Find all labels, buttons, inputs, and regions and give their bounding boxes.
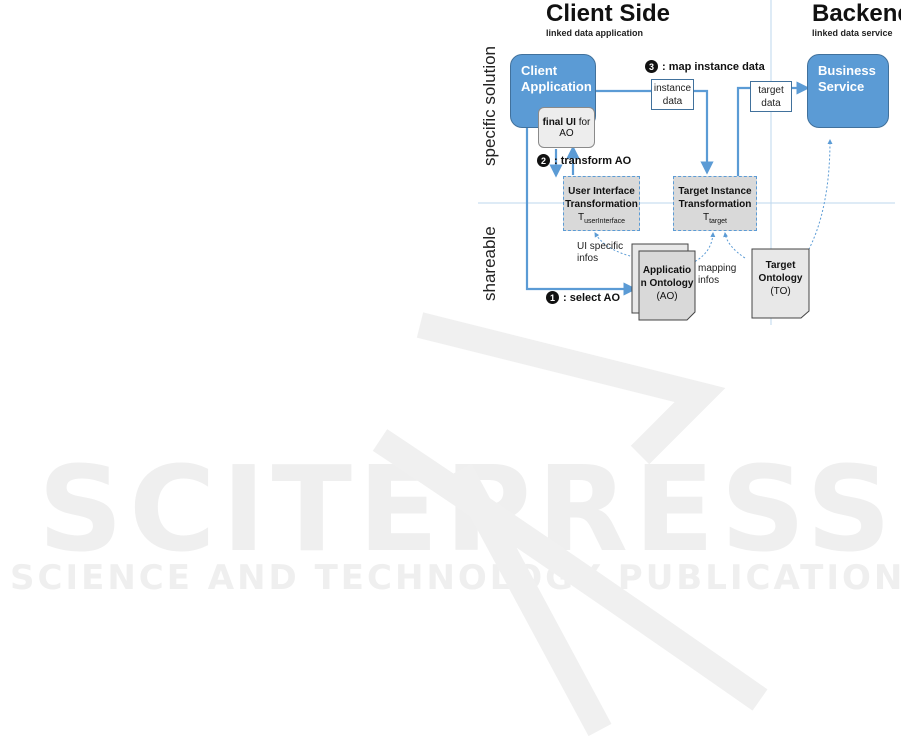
step-3-label: : map instance data	[662, 60, 765, 73]
target-transformation-symbol: Ttarget	[702, 212, 727, 225]
step-select-ao: 1 : select AO	[546, 291, 620, 304]
app-ontology-line2: n Ontology	[640, 278, 694, 289]
ui-transformation-symbol: TuserInterface	[578, 212, 625, 225]
mapping-line2: infos	[698, 275, 720, 286]
dotted-to-service	[806, 139, 833, 254]
ui-specific-line2: infos	[577, 253, 599, 264]
arrow-select-ao	[525, 128, 637, 296]
backend-title: Backend	[812, 0, 901, 27]
ui-transformation-subscript: userInterface	[584, 218, 625, 225]
step-transform-ao: 2 : transform AO	[537, 154, 631, 167]
instance-data-line1: instance	[653, 83, 692, 94]
client-application-line1: Client	[521, 63, 558, 78]
app-ontology-line1: Applicatio	[642, 265, 692, 276]
business-service-node: Business Service	[807, 54, 889, 128]
target-transformation-node: Target Instance Transformation Ttarget	[673, 176, 757, 231]
step-1-badge: 1	[546, 291, 559, 304]
app-ontology-doc-front	[638, 250, 696, 321]
watermark-tagline: SCIENCE AND TECHNOLOGY PUBLICATIONS	[10, 558, 901, 598]
target-transformation-subscript: target	[709, 218, 727, 225]
final-ui-rest: for AO	[559, 116, 591, 139]
app-ontology-line3: (AO)	[656, 291, 678, 302]
ui-specific-infos: UI specific infos	[577, 241, 623, 265]
ui-transformation-line1: User Interface	[568, 186, 635, 197]
step-2-label: : transform AO	[554, 154, 632, 167]
target-ontology-line1: Target	[765, 260, 796, 271]
arrow-instance-data	[596, 89, 714, 175]
app-ontology-label: Applicatio n Ontology (AO)	[639, 264, 695, 303]
dotted-ui-infos	[594, 232, 635, 258]
client-side-subtitle: linked data application	[546, 28, 644, 38]
target-data-line2: data	[761, 98, 781, 109]
step-1-label: : select AO	[563, 291, 621, 304]
backend-subtitle: linked data service	[812, 28, 893, 38]
client-application-line2: Application	[521, 79, 592, 94]
step-3-badge: 3	[645, 60, 658, 73]
client-side-title: Client Side	[546, 0, 671, 27]
target-ontology-line2: Ontology	[758, 273, 803, 284]
row-label-shareable: shareable	[480, 226, 499, 301]
ui-transformation-line2: Transformation	[565, 199, 638, 210]
mapping-infos: mapping infos	[698, 263, 736, 287]
ui-specific-line1: UI specific	[577, 241, 624, 252]
target-ontology-label: Target Ontology (TO)	[752, 259, 809, 298]
target-data-line1: target	[758, 85, 784, 96]
business-service-line1: Business	[818, 63, 876, 78]
instance-data-line2: data	[662, 96, 683, 107]
target-transformation-line1: Target Instance	[678, 186, 752, 197]
final-ui-node: final UI for AO	[538, 107, 595, 148]
watermark-swoosh	[372, 312, 768, 737]
mapping-line1: mapping	[698, 263, 737, 274]
ui-transformation-node: User Interface Transformation TuserInter…	[563, 176, 640, 231]
target-transformation-line2: Transformation	[678, 199, 752, 210]
target-ontology-doc	[751, 248, 810, 319]
target-data-note: target data	[750, 81, 792, 112]
business-service-line2: Service	[818, 79, 865, 94]
target-ontology-line3: (TO)	[770, 286, 791, 297]
row-label-specific: specific solution	[480, 45, 499, 166]
dotted-to-infos	[723, 232, 746, 259]
step-2-badge: 2	[537, 154, 550, 167]
final-ui-bold: final UI	[542, 116, 576, 128]
step-map-instance: 3 : map instance data	[645, 60, 765, 73]
instance-data-note: instance data	[651, 79, 694, 110]
